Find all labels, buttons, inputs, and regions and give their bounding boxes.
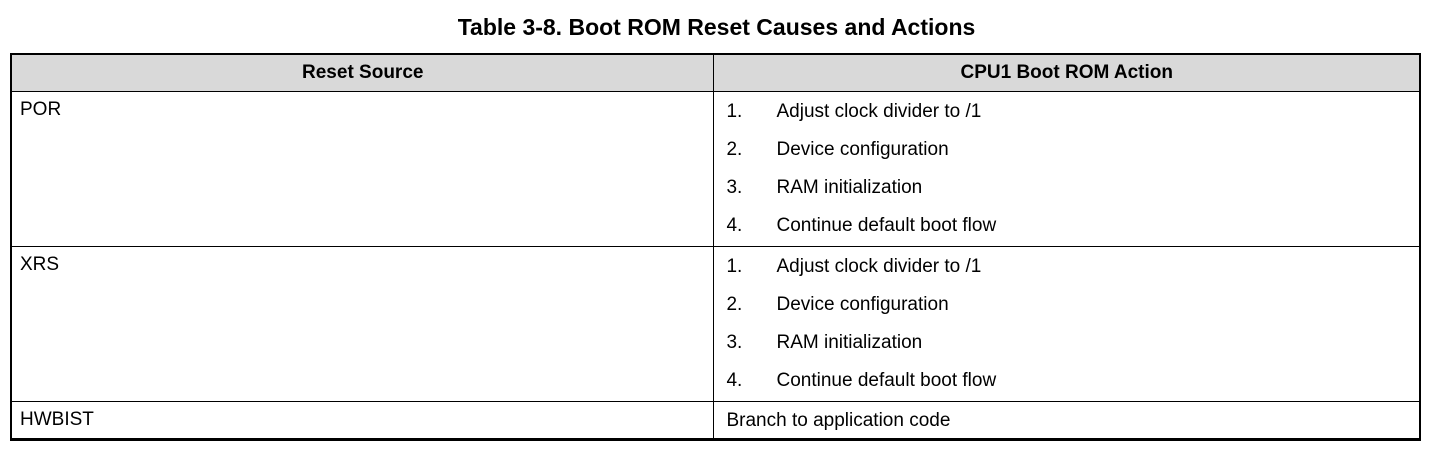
page-title: Table 3-8. Boot ROM Reset Causes and Act… (457, 14, 976, 40)
col-header-reset-source: Reset Source (10, 53, 715, 92)
action-item: 4. Continue default boot flow (726, 214, 1409, 237)
table-row: POR 1. Adjust clock divider to /1 2. Device … (10, 91, 1421, 247)
action-item: 3. RAM initialization (726, 331, 1409, 354)
action-number: 2. (726, 294, 743, 315)
action-text: Device configuration (776, 294, 949, 315)
reset-source-cell: HWBIST (10, 401, 715, 440)
reset-source-cell: XRS (10, 246, 715, 402)
action-item: 4. Continue default boot flow (726, 369, 1409, 392)
action-text: RAM initialization (776, 332, 923, 353)
action-text: Continue default boot flow (776, 370, 997, 391)
action-item: 2. Device configuration (726, 293, 1409, 316)
action-number: 2. (726, 139, 743, 160)
header-row: Reset Source CPU1 Boot ROM Action (10, 53, 1421, 92)
action-text: RAM initialization (776, 177, 923, 198)
action-number: 3. (726, 332, 743, 353)
action-number: 3. (726, 177, 743, 198)
boot-rom-action-cell: 1. Adjust clock divider to /1 2. Device con… (713, 91, 1421, 247)
action-text: Adjust clock divider to /1 (776, 256, 982, 277)
action-item: 3. RAM initialization (726, 176, 1409, 199)
reset-source-cell: POR (10, 91, 715, 247)
reset-table: Reset Source CPU1 Boot ROM Action POR 1. A… (10, 53, 1421, 441)
action-number: 1. (726, 101, 743, 122)
action-number: 1. (726, 256, 743, 277)
action-number: 4. (726, 370, 743, 391)
boot-rom-action-cell: 1. Adjust clock divider to /1 2. Device con… (713, 246, 1421, 402)
action-item: 1. Adjust clock divider to /1 (726, 255, 1409, 278)
action-text: Device configuration (776, 139, 949, 160)
boot-rom-action-cell: Branch to application code (713, 401, 1421, 440)
table-row: XRS 1. Adjust clock divider to /1 2. Device … (10, 246, 1421, 402)
action-item: 2. Device configuration (726, 138, 1409, 161)
col-header-cpu1-boot-rom-action: CPU1 Boot ROM Action (713, 53, 1421, 92)
action-number: 4. (726, 215, 743, 236)
action-text: Continue default boot flow (776, 215, 997, 236)
action-text: Adjust clock divider to /1 (776, 101, 982, 122)
table-body: POR 1. Adjust clock divider to /1 2. Device … (10, 91, 1421, 440)
action-item: 1. Adjust clock divider to /1 (726, 100, 1409, 123)
